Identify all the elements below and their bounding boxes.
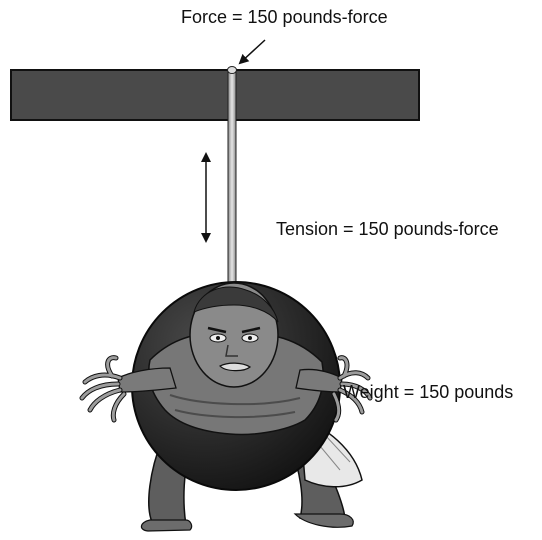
rope	[228, 70, 236, 288]
figure-head	[190, 283, 278, 387]
rope-knot	[228, 67, 237, 74]
force-arrow-icon	[240, 40, 265, 63]
weight-label: Weight = 150 pounds	[343, 383, 513, 401]
ceiling-beam	[11, 70, 419, 120]
force-label: Force = 150 pounds-force	[181, 8, 388, 26]
tension-label: Tension = 150 pounds-force	[276, 220, 499, 238]
